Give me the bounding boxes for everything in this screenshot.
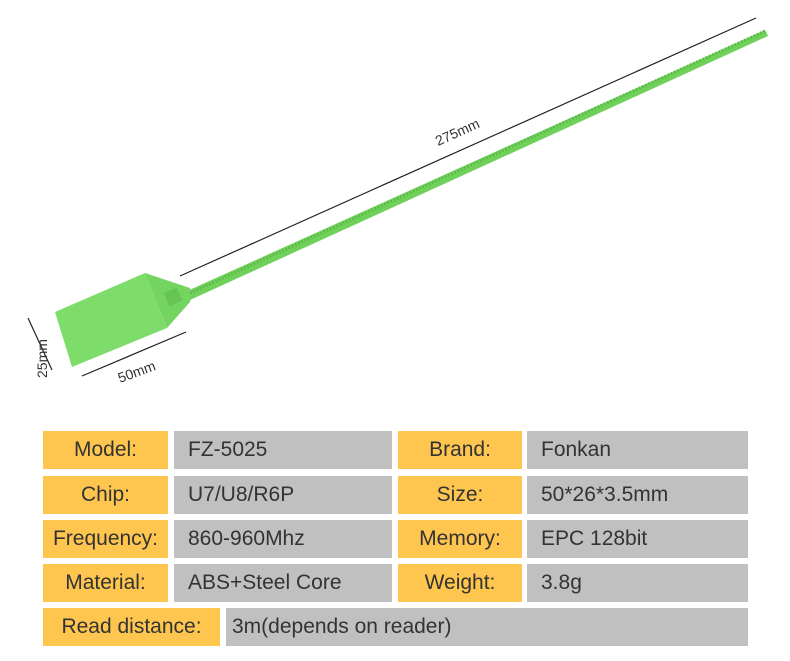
- width-dimension-line: [81, 331, 187, 377]
- strap-teeth: [189, 29, 766, 295]
- spec-label: Frequency:: [43, 520, 168, 558]
- spec-value: ABS+Steel Core: [174, 564, 392, 602]
- height-dimension-line: [27, 317, 53, 371]
- lock-head: [163, 287, 183, 307]
- spec-value: 50*26*3.5mm: [527, 476, 748, 514]
- spec-label: Brand:: [398, 431, 522, 469]
- length-dimension-line: [179, 17, 757, 277]
- spec-value: 860-960Mhz: [174, 520, 392, 558]
- spec-label: Weight:: [398, 564, 522, 602]
- spec-value: Fonkan: [527, 431, 748, 469]
- width-label: 50mm: [116, 357, 158, 385]
- product-illustration: 275mm 25mm 50mm: [27, 17, 768, 386]
- spec-value: EPC 128bit: [527, 520, 748, 558]
- spec-label: Memory:: [398, 520, 522, 558]
- read-distance-label: Read distance:: [43, 608, 220, 646]
- spec-value: 3.8g: [527, 564, 748, 602]
- tag-body: [55, 273, 167, 367]
- spec-label: Material:: [43, 564, 168, 602]
- spec-label: Model:: [43, 431, 168, 469]
- read-distance-value: 3m(depends on reader): [226, 608, 748, 646]
- spec-label: Size:: [398, 476, 522, 514]
- spec-label: Chip:: [43, 476, 168, 514]
- spec-value: FZ-5025: [174, 431, 392, 469]
- spec-value: U7/U8/R6P: [174, 476, 392, 514]
- strap: [185, 30, 768, 300]
- height-label: 25mm: [34, 339, 50, 378]
